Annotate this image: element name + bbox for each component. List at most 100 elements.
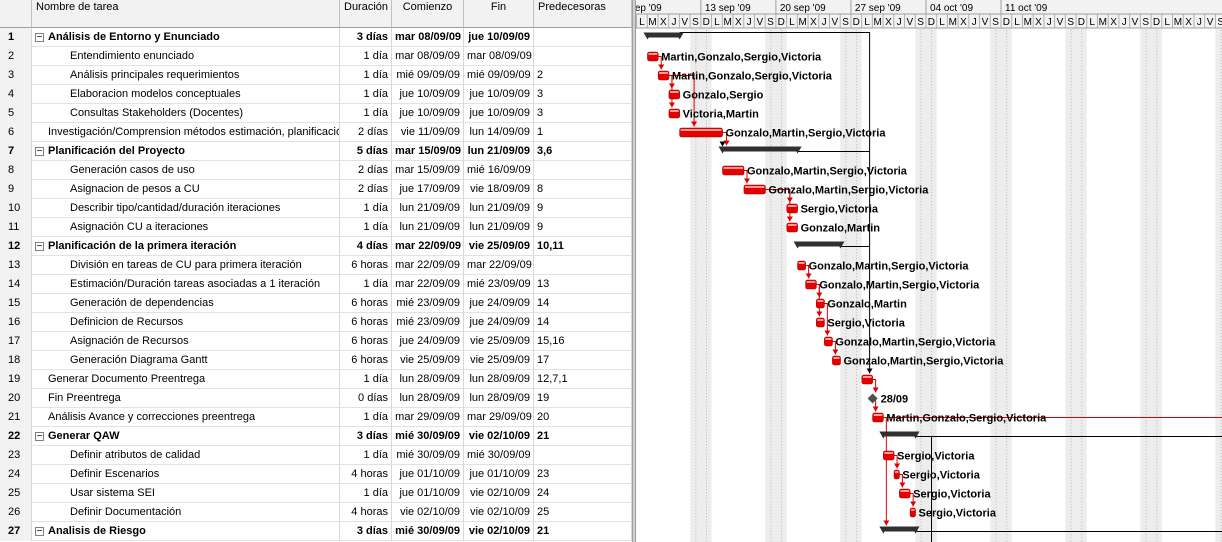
task-end[interactable]: jue 01/10/09 [464, 465, 534, 484]
task-predecessors[interactable]: 21 [534, 522, 632, 541]
task-start[interactable]: jue 17/09/09 [392, 180, 464, 199]
task-start[interactable]: mar 29/09/09 [392, 408, 464, 427]
task-predecessors[interactable] [534, 161, 632, 180]
task-name[interactable]: Usar sistema SEI [32, 484, 340, 503]
task-predecessors[interactable]: 12,7,1 [534, 370, 632, 389]
task-end[interactable]: vie 18/09/09 [464, 180, 534, 199]
task-name[interactable]: Consultas Stakeholders (Docentes) [32, 104, 340, 123]
task-start[interactable]: mar 22/09/09 [392, 256, 464, 275]
task-name[interactable]: Generación casos de uso [32, 161, 340, 180]
task-duration[interactable]: 1 día [340, 66, 392, 85]
task-duration[interactable]: 1 día [340, 218, 392, 237]
task-predecessors[interactable] [534, 28, 632, 47]
task-start[interactable]: mar 15/09/09 [392, 161, 464, 180]
task-name[interactable]: −Planificación de la primera iteración [32, 237, 340, 256]
task-end[interactable]: mié 16/09/09 [464, 161, 534, 180]
task-name[interactable]: −Analisis de Riesgo [32, 522, 340, 541]
task-name[interactable]: −Planificación del Proyecto [32, 142, 340, 161]
task-predecessors[interactable]: 13 [534, 275, 632, 294]
task-duration[interactable]: 2 días [340, 123, 392, 142]
summary-bar[interactable] [647, 32, 680, 38]
task-start[interactable]: lun 28/09/09 [392, 389, 464, 408]
task-name[interactable]: Investigación/Comprension métodos estima… [32, 123, 340, 142]
task-duration[interactable]: 2 días [340, 180, 392, 199]
task-duration[interactable]: 5 días [340, 142, 392, 161]
task-predecessors[interactable]: 20 [534, 408, 632, 427]
collapse-toggle-icon[interactable]: − [35, 430, 44, 442]
task-name[interactable]: Generación de dependencias [32, 294, 340, 313]
task-end[interactable]: lun 21/09/09 [464, 199, 534, 218]
task-predecessors[interactable]: 3 [534, 85, 632, 104]
task-end[interactable]: lun 21/09/09 [464, 218, 534, 237]
summary-bar[interactable] [722, 146, 798, 152]
task-end[interactable]: mié 30/09/09 [464, 446, 534, 465]
task-duration[interactable]: 6 horas [340, 294, 392, 313]
summary-bar[interactable] [883, 526, 916, 532]
row-id-header[interactable] [0, 0, 32, 28]
task-duration[interactable]: 4 horas [340, 465, 392, 484]
task-duration[interactable]: 4 días [340, 237, 392, 256]
task-predecessors[interactable]: 19 [534, 389, 632, 408]
task-start[interactable]: mar 08/09/09 [392, 28, 464, 47]
task-name[interactable]: −Análisis de Entorno y Enunciado [32, 28, 340, 47]
collapse-toggle-icon[interactable]: − [35, 145, 44, 157]
task-duration[interactable]: 3 días [340, 28, 392, 47]
task-name[interactable]: Análisis principales requerimientos [32, 66, 340, 85]
task-duration[interactable]: 1 día [340, 199, 392, 218]
task-name[interactable]: Generar Documento Preentrega [32, 370, 340, 389]
task-predecessors[interactable]: 25 [534, 503, 632, 522]
task-start[interactable]: mié 23/09/09 [392, 294, 464, 313]
task-end[interactable]: lun 14/09/09 [464, 123, 534, 142]
task-duration[interactable]: 1 día [340, 85, 392, 104]
task-end[interactable]: vie 25/09/09 [464, 237, 534, 256]
task-start[interactable]: vie 11/09/09 [392, 123, 464, 142]
table-row[interactable]: 12−Planificación de la primera iteración… [0, 237, 632, 256]
collapse-toggle-icon[interactable]: − [35, 240, 44, 252]
milestone-diamond[interactable] [867, 393, 878, 404]
task-name[interactable]: Elaboracion modelos conceptuales [32, 85, 340, 104]
task-start[interactable]: lun 28/09/09 [392, 370, 464, 389]
task-name[interactable]: Entendimiento enunciado [32, 47, 340, 66]
start-header[interactable]: Comienzo [392, 0, 464, 28]
task-end[interactable]: jue 24/09/09 [464, 294, 534, 313]
task-duration[interactable]: 1 día [340, 484, 392, 503]
task-start[interactable]: mié 30/09/09 [392, 446, 464, 465]
task-name[interactable]: Asignación de Recursos [32, 332, 340, 351]
task-name[interactable]: Definir atributos de calidad [32, 446, 340, 465]
task-end[interactable]: jue 24/09/09 [464, 313, 534, 332]
task-end[interactable]: mié 09/09/09 [464, 66, 534, 85]
task-start[interactable]: jue 01/10/09 [392, 484, 464, 503]
task-start[interactable]: mié 23/09/09 [392, 313, 464, 332]
summary-bar[interactable] [797, 241, 841, 247]
task-duration[interactable]: 4 horas [340, 503, 392, 522]
task-predecessors[interactable]: 8 [534, 180, 632, 199]
task-predecessors[interactable]: 9 [534, 199, 632, 218]
task-duration[interactable]: 1 día [340, 47, 392, 66]
task-predecessors[interactable]: 15,16 [534, 332, 632, 351]
task-name[interactable]: −Generar QAW [32, 427, 340, 446]
task-start[interactable]: mar 15/09/09 [392, 142, 464, 161]
task-duration[interactable]: 1 día [340, 446, 392, 465]
collapse-toggle-icon[interactable]: − [35, 31, 44, 43]
task-predecessors[interactable]: 17 [534, 351, 632, 370]
task-duration[interactable]: 2 días [340, 161, 392, 180]
task-end[interactable]: vie 02/10/09 [464, 427, 534, 446]
task-duration[interactable]: 1 día [340, 370, 392, 389]
task-start[interactable]: jue 10/09/09 [392, 85, 464, 104]
task-start[interactable]: mié 30/09/09 [392, 522, 464, 541]
task-duration[interactable]: 0 días [340, 389, 392, 408]
task-duration[interactable]: 6 horas [340, 351, 392, 370]
task-end[interactable]: lun 21/09/09 [464, 142, 534, 161]
task-start[interactable]: jue 01/10/09 [392, 465, 464, 484]
